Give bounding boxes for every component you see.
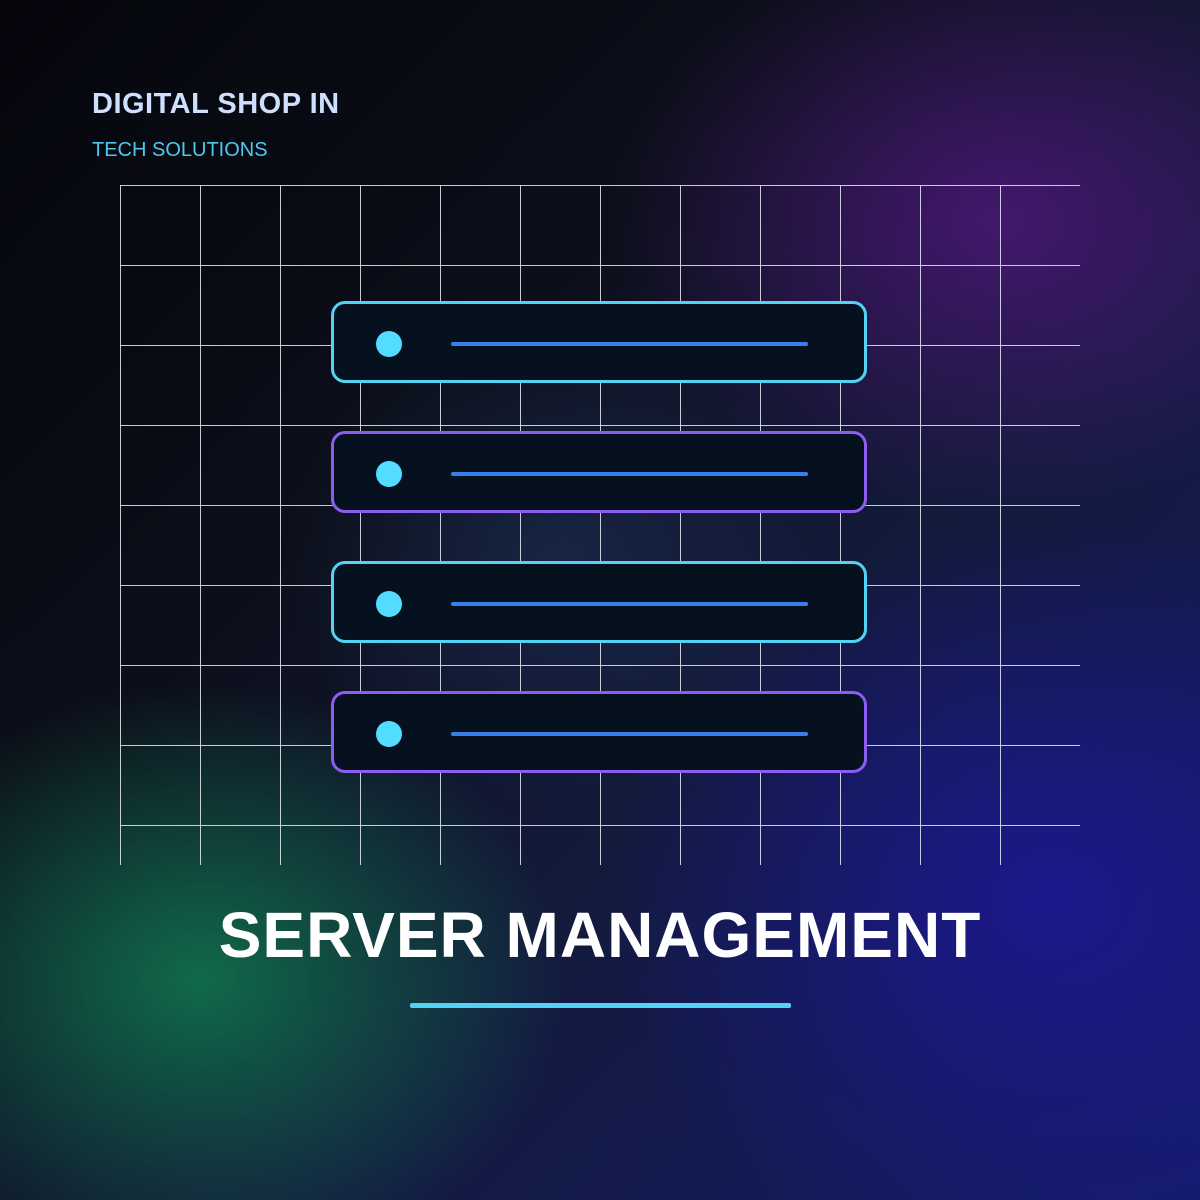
status-led-icon: [376, 721, 402, 747]
server-bar: [451, 732, 808, 736]
server-bar: [451, 602, 808, 606]
brand-subtitle: TECH SOLUTIONS: [92, 139, 268, 161]
server-bar: [451, 472, 808, 476]
status-led-icon: [376, 591, 402, 617]
status-led-icon: [376, 461, 402, 487]
headline-underline: [410, 1003, 791, 1008]
server-unit-3: [331, 561, 867, 643]
server-unit-2: [331, 431, 867, 513]
status-led-icon: [376, 331, 402, 357]
server-bar: [451, 342, 808, 346]
brand-title: DIGITAL SHOP IN: [92, 88, 340, 120]
server-unit-4: [331, 691, 867, 773]
server-unit-1: [331, 301, 867, 383]
headline: SERVER MANAGEMENT: [218, 899, 982, 971]
